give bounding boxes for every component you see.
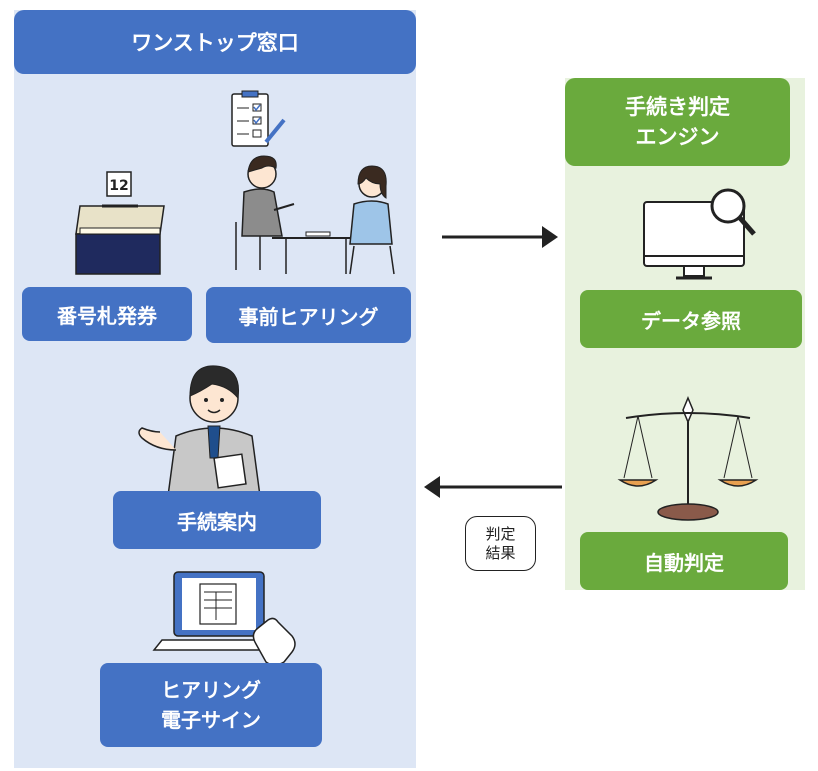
procedure-guidance-label: 手続案内 <box>113 491 321 549</box>
esign-line1: ヒアリング <box>161 678 261 702</box>
balance-scale-icon <box>617 396 759 521</box>
ticket-number: 12 <box>109 178 128 194</box>
judgement-result-badge: 判定 結果 <box>465 516 536 571</box>
engine-title-line1: 手続き判定 <box>625 95 730 119</box>
clipboard-checklist-icon <box>231 90 286 147</box>
onestop-title: ワンストップ窓口 <box>14 10 416 74</box>
staff-guidance-icon <box>138 365 261 497</box>
auto-judgement-label: 自動判定 <box>580 532 788 590</box>
ticket-machine-icon: 12 <box>75 171 165 275</box>
esign-line2: 電子サイン <box>161 708 261 732</box>
laptop-touch-icon <box>152 571 296 666</box>
data-reference-label: データ参照 <box>580 290 802 348</box>
engine-title-line2: エンジン <box>635 125 720 149</box>
badge-line1: 判定 <box>485 524 516 543</box>
engine-title: 手続き判定 エンジン <box>565 78 790 166</box>
monitor-search-icon <box>643 188 756 280</box>
consultation-icon <box>235 155 395 275</box>
ticket-issuing-label: 番号札発券 <box>22 287 192 341</box>
pre-hearing-label: 事前ヒアリング <box>206 287 411 343</box>
esign-label: ヒアリング 電子サイン <box>100 663 322 747</box>
right-arrow-icon <box>442 226 558 248</box>
left-arrow-icon <box>424 476 562 498</box>
badge-line2: 結果 <box>485 543 516 562</box>
